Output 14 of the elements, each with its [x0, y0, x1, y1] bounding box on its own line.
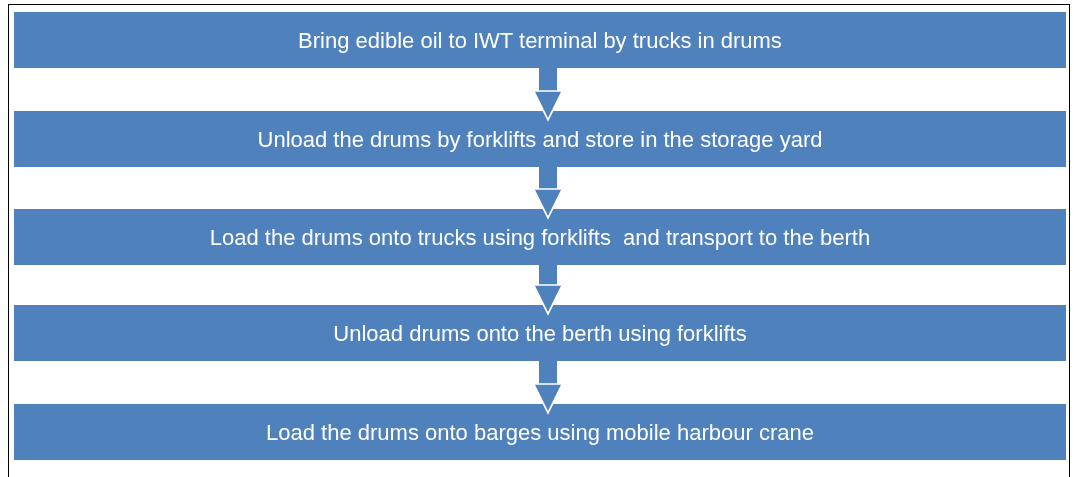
block-arrow [532, 68, 564, 121]
step-text: Unload the drums by forklifts and store in the storage yard [257, 125, 823, 154]
block-arrow [532, 167, 564, 219]
step-text: Load the drums onto trucks using forklifts and transport to the berth [209, 223, 871, 252]
step-text: Load the drums onto barges using mobile harbour crane [266, 418, 814, 447]
process-box [14, 111, 1066, 167]
process-box [14, 209, 1066, 265]
process-box [14, 12, 1066, 68]
process-box [14, 305, 1066, 361]
step-text: Bring edible oil to IWT terminal by trucks in drums [298, 26, 782, 55]
step-text: Unload drums onto the berth using forklifts [333, 319, 747, 348]
block-arrow [532, 265, 564, 315]
process-box [14, 404, 1066, 460]
block-arrow [532, 361, 564, 414]
